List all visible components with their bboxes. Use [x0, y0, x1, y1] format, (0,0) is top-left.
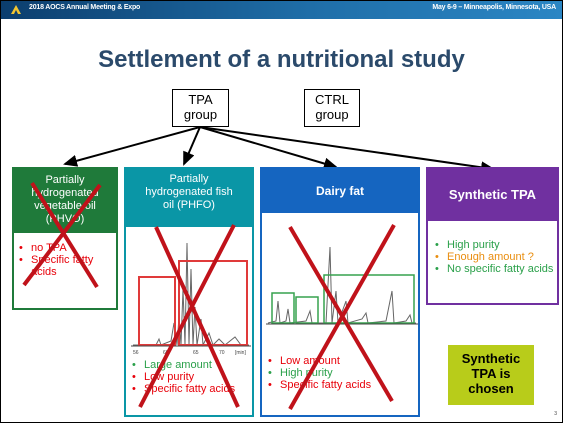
phvo-header-line1: Partially — [45, 174, 85, 186]
phvo-header-line4: (PHVO) — [45, 213, 85, 225]
phfo-point-3: Specific fatty acids — [132, 383, 252, 395]
phvo-column: Partially hydrogenated vegetable oil (PH… — [12, 167, 118, 310]
synthetic-points: High purity Enough amount ? No specific … — [435, 239, 559, 275]
header-bar: 2018 AOCS Annual Meeting & Expo May 6-9 … — [1, 1, 562, 19]
chromatogram-tick-1: 56 — [133, 350, 139, 356]
chromatogram-tick-2: 60 — [163, 350, 169, 356]
phfo-chromatogram: 56 60 65 70 [min] — [131, 242, 251, 356]
meeting-date-location: May 6-9 – Minneapolis, Minnesota, USA — [432, 4, 556, 11]
chromatogram-tick-5: [min] — [235, 350, 246, 356]
arrow-to-dairy — [199, 126, 338, 170]
page-title: Settlement of a nutritional study — [98, 46, 465, 73]
tpa-group-line2: group — [183, 107, 218, 122]
dairy-header-label: Dairy fat — [315, 184, 365, 198]
phfo-header-line2: hydrogenated fish — [145, 186, 233, 198]
phfo-points: Large amount Low purity Specific fatty a… — [132, 359, 252, 395]
chromatogram-tick-4: 70 — [219, 350, 225, 356]
synthetic-column: Synthetic TPA High purity Enough amount … — [426, 167, 559, 305]
phfo-point-2: Low purity — [132, 371, 252, 383]
dairy-header: Dairy fat — [262, 169, 418, 213]
phvo-header-line3: vegetable oil — [34, 200, 96, 212]
phfo-header-line3: oil (PHFO) — [163, 199, 215, 211]
phfo-header: Partially hydrogenated fish oil (PHFO) — [126, 169, 252, 227]
ctrl-group-line2: group — [315, 107, 349, 122]
synthetic-point-2: Enough amount ? — [435, 251, 559, 263]
dairy-points: Low amount High purity Specific fatty ac… — [268, 355, 418, 391]
phfo-header-line1: Partially — [169, 173, 209, 185]
synthetic-point-3: No specific fatty acids — [435, 263, 559, 275]
chosen-line1: Synthetic — [461, 351, 521, 366]
arrow-to-phvo — [63, 126, 201, 167]
chromatogram-tick-3: 65 — [193, 350, 199, 356]
aocs-logo-icon — [11, 5, 21, 14]
ctrl-group-box: CTRL group — [304, 89, 360, 127]
dairy-point-3: Specific fatty acids — [268, 379, 418, 391]
phvo-header-line2: hydrogenated — [31, 187, 99, 199]
chosen-line3: chosen — [468, 381, 514, 396]
arrow-to-synthetic — [199, 126, 495, 174]
dairy-point-1: Low amount — [268, 355, 418, 367]
phvo-header: Partially hydrogenated vegetable oil (PH… — [14, 169, 116, 233]
meeting-name: 2018 AOCS Annual Meeting & Expo — [29, 4, 141, 11]
phvo-point-2: Specific fatty acids — [19, 254, 99, 278]
synthetic-header-label: Synthetic TPA — [448, 187, 537, 202]
phvo-point-1: no TPA — [19, 242, 99, 254]
synthetic-header: Synthetic TPA — [428, 169, 557, 221]
page-number: 3 — [554, 411, 557, 417]
ctrl-group-line1: CTRL — [315, 92, 349, 107]
dairy-chromatogram — [266, 246, 418, 325]
arrow-to-phfo — [183, 126, 201, 166]
phfo-point-1: Large amount — [132, 359, 252, 371]
tpa-group-line1: TPA — [188, 92, 213, 107]
phfo-column: Partially hydrogenated fish oil (PHFO) 5… — [124, 167, 254, 417]
synthetic-point-1: High purity — [435, 239, 559, 251]
chosen-box: Synthetic TPA is chosen — [448, 345, 534, 405]
dairy-point-2: High purity — [268, 367, 418, 379]
dairy-column: Dairy fat Low amount High purity Specifi… — [260, 167, 420, 417]
chosen-line2: TPA is — [471, 366, 511, 381]
phvo-points: no TPA Specific fatty acids — [19, 242, 99, 278]
